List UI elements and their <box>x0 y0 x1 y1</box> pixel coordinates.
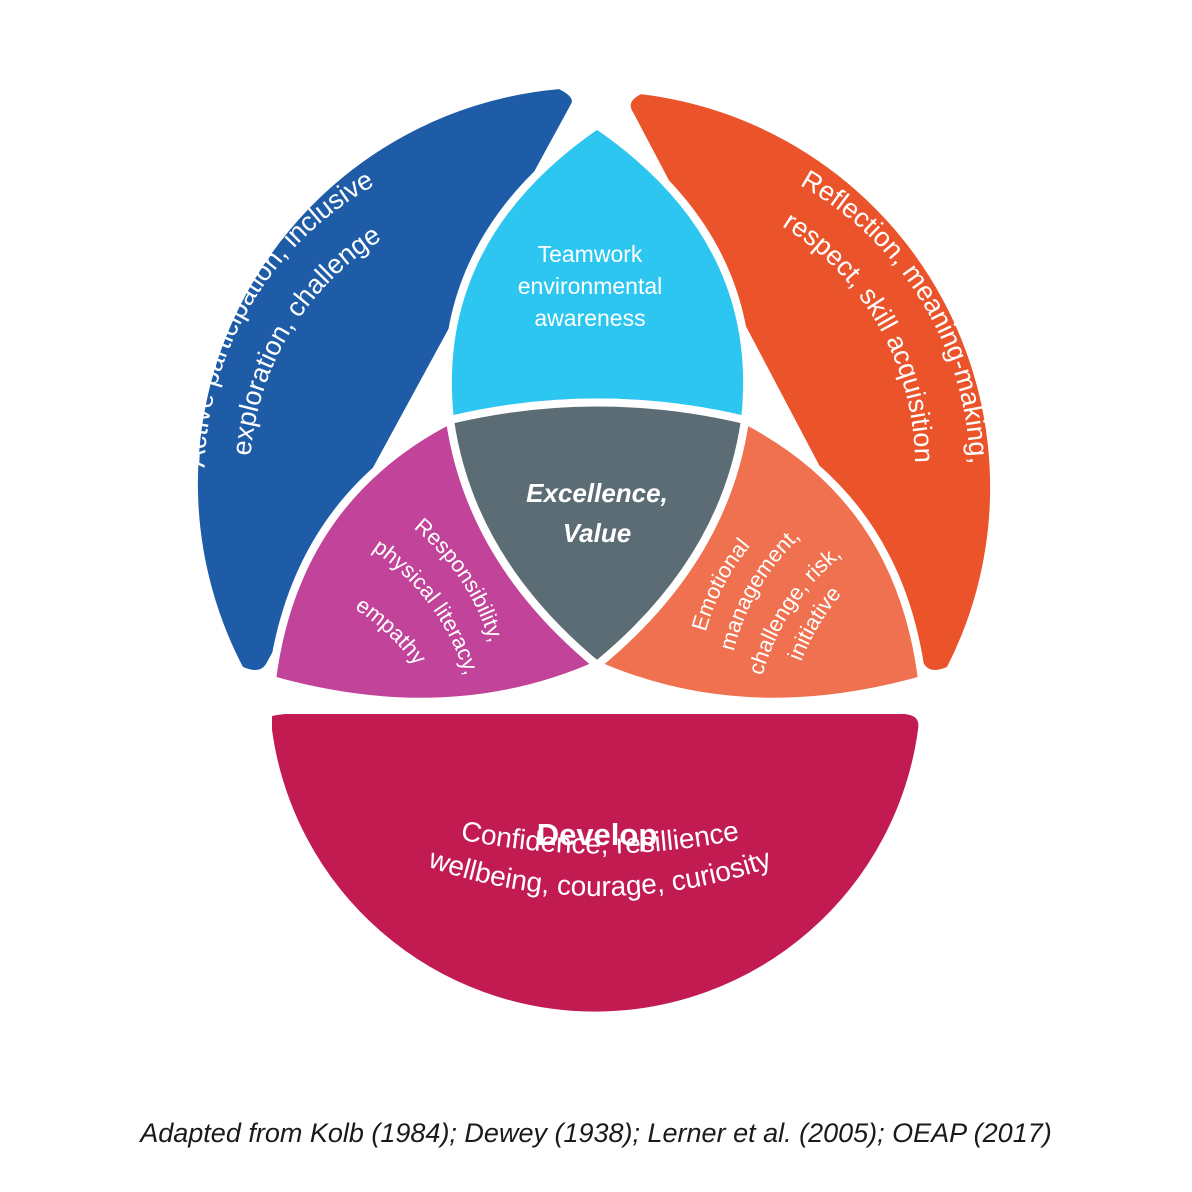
experience-lobe <box>189 81 580 678</box>
source-caption: Adapted from Kolb (1984); Dewey (1938); … <box>140 1118 1052 1148</box>
learn-lobe <box>622 86 999 678</box>
develop-title: Develop <box>537 817 658 852</box>
center-line-2: Value <box>563 518 631 548</box>
teamwork-line-1: Teamwork <box>538 241 643 267</box>
develop-lobe <box>263 706 927 1020</box>
teamwork-line-2: environmental <box>518 273 662 299</box>
learn-title: Learn <box>956 210 1039 298</box>
center-line-1: Excellence, <box>526 478 668 508</box>
center-region <box>446 398 749 669</box>
teamwork-line-3: awareness <box>534 305 645 331</box>
